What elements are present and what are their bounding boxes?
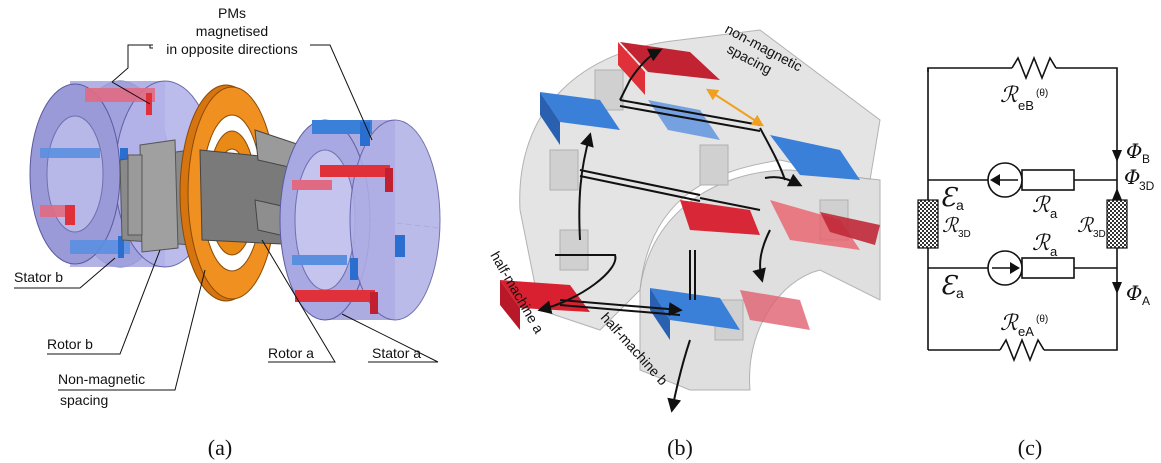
svg-text:(θ): (θ) bbox=[1036, 88, 1048, 99]
rotor-b-label: Rotor b bbox=[47, 336, 93, 352]
spacing-arrow bbox=[705, 88, 765, 127]
svg-text:3D: 3D bbox=[1139, 179, 1155, 193]
reluctance-3d-right bbox=[1106, 199, 1128, 249]
phi-a-arrow bbox=[1112, 282, 1122, 294]
svg-text:ℛ: ℛ bbox=[1032, 193, 1051, 218]
svg-text:Ɛ: Ɛ bbox=[940, 271, 959, 301]
phi-3d-arrow bbox=[1112, 188, 1122, 200]
svg-text:ℛ: ℛ bbox=[942, 213, 960, 237]
svg-text:3D: 3D bbox=[958, 229, 971, 240]
red-pms bbox=[500, 42, 880, 330]
svg-text:A: A bbox=[1142, 294, 1150, 308]
label-phi-a: Φ A bbox=[1126, 281, 1150, 308]
svg-text:ℛ: ℛ bbox=[1077, 213, 1095, 237]
rotor-a-label: Rotor a bbox=[268, 345, 314, 361]
label-r-3d-left: ℛ 3D bbox=[942, 213, 971, 240]
stator-b-label: Stator b bbox=[14, 269, 63, 285]
source-upper-arrowhead bbox=[990, 174, 1000, 186]
label-phi-b: Φ B bbox=[1126, 139, 1150, 166]
svg-text:B: B bbox=[1142, 152, 1150, 166]
svg-text:(θ): (θ) bbox=[1036, 314, 1048, 325]
resistor-reA bbox=[999, 337, 1045, 363]
svg-text:ℛ: ℛ bbox=[1000, 311, 1019, 336]
caption-b: (b) bbox=[667, 435, 693, 460]
caption-c: (c) bbox=[1018, 435, 1042, 460]
stator-a-label: Stator a bbox=[372, 345, 421, 361]
phi-b-arrow bbox=[1112, 150, 1122, 162]
svg-text:Φ: Φ bbox=[1124, 165, 1140, 189]
svg-text:a: a bbox=[1050, 244, 1058, 259]
reluctance-3d-left bbox=[917, 199, 939, 249]
non-magnetic-label-line2: spacing bbox=[60, 392, 108, 408]
rotor-a-leader bbox=[261, 239, 336, 363]
svg-text:eB: eB bbox=[1018, 98, 1034, 113]
panel-a-machine bbox=[29, 80, 441, 321]
pms-label-line1: PMs bbox=[218, 5, 246, 21]
label-r-eb: ℛ eB (θ) bbox=[1000, 83, 1048, 113]
svg-text:Φ: Φ bbox=[1126, 281, 1142, 305]
pms-label-line2: magnetised bbox=[196, 23, 268, 39]
svg-text:ℛ: ℛ bbox=[1032, 231, 1051, 256]
resistor-ra-upper bbox=[1021, 169, 1075, 191]
label-r-a-lower: ℛ a bbox=[1032, 231, 1058, 259]
non-magnetic-leader bbox=[58, 269, 206, 391]
svg-text:a: a bbox=[956, 197, 964, 213]
caption-a: (a) bbox=[208, 435, 232, 460]
svg-text:ℛ: ℛ bbox=[1000, 83, 1019, 108]
svg-text:a: a bbox=[1050, 206, 1058, 221]
label-emf-lower: Ɛ a bbox=[940, 271, 964, 301]
label-phi-3d: Φ 3D bbox=[1124, 165, 1155, 193]
label-r-ea: ℛ eA (θ) bbox=[1000, 311, 1048, 339]
stator-b-leader bbox=[14, 257, 116, 289]
svg-text:3D: 3D bbox=[1093, 229, 1106, 240]
label-r-a-upper: ℛ a bbox=[1032, 193, 1058, 221]
resistor-ra-lower bbox=[1021, 257, 1075, 279]
svg-text:Ɛ: Ɛ bbox=[940, 183, 959, 213]
label-emf-upper: Ɛ a bbox=[940, 183, 964, 213]
svg-text:a: a bbox=[956, 285, 964, 301]
pms-leader-lines bbox=[111, 44, 373, 141]
source-lower-arrowhead bbox=[1010, 262, 1020, 274]
stator-a-leader bbox=[341, 313, 439, 363]
svg-text:eA: eA bbox=[1018, 324, 1034, 339]
non-magnetic-label-line1: Non-magnetic bbox=[58, 371, 145, 387]
stator-a bbox=[279, 119, 441, 321]
panel-b-machine bbox=[500, 29, 881, 413]
resistor-reB bbox=[1011, 55, 1057, 81]
pms-label-line3: in opposite directions bbox=[166, 41, 298, 57]
rotor-b-leader bbox=[47, 249, 161, 355]
svg-text:Φ: Φ bbox=[1126, 139, 1142, 163]
label-r-3d-right: ℛ 3D bbox=[1077, 213, 1106, 240]
blue-pms bbox=[540, 92, 860, 340]
